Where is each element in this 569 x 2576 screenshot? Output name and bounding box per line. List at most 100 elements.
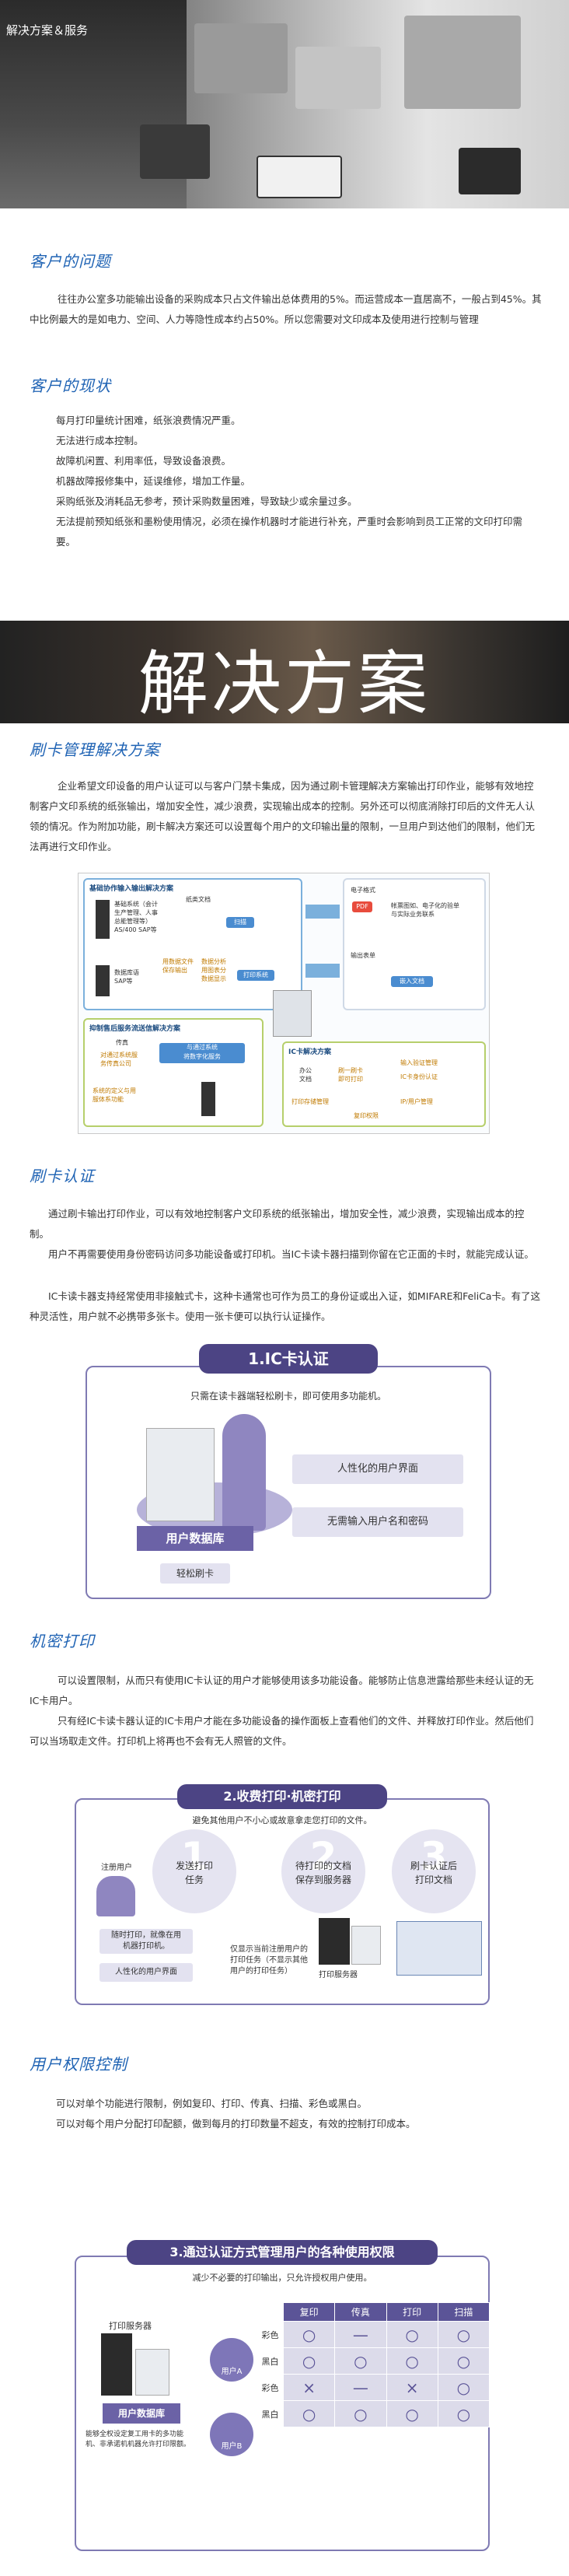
- user-a-label: 用户A: [221, 2368, 243, 2376]
- system-def-label: 系统的定义与用 服体系功能: [93, 1087, 136, 1103]
- table-cell: ○: [282, 2321, 336, 2348]
- ic-feature-label: IP/用户管理: [400, 1098, 433, 1105]
- secure-print-note: 仅显示当前注册用户的打印任务（不显示其他用户的打印任务）: [230, 1945, 308, 1976]
- ic-auth-panel-title: 1.IC卡认证: [199, 1344, 378, 1374]
- secure-print-p1: 可以设置限制，从而只有使用IC卡认证的用户才能够使用该多功能设备。能够防止信息泄…: [30, 1675, 534, 1706]
- table-cell: ○: [437, 2321, 490, 2348]
- permissions-heading: 用户权限控制: [30, 2055, 127, 2074]
- basic-io-title: 基础协作输入输出解决方案: [89, 885, 174, 893]
- table-cell: ○: [386, 2321, 438, 2348]
- list-item: 无法进行成本控制。: [56, 435, 144, 446]
- permissions-panel-title: 3.通过认证方式管理用户的各种使用权限: [127, 2240, 438, 2265]
- printer-icon: [135, 2349, 169, 2396]
- column-header: 复印: [282, 2302, 336, 2322]
- paper-doc-label: 纸类文档: [186, 896, 211, 903]
- step-label: 待打印的文档 保存到服务器: [295, 1860, 351, 1885]
- secure-print-subtitle: 避免其他用户不小心或故意拿走您打印的文件。: [192, 1815, 372, 1825]
- tablet-icon: [257, 156, 342, 198]
- source-system-label: 基础系统（会计 生产管理、人事 总能管理等） AS/400 SAP等: [114, 901, 158, 933]
- user-a-avatar: 用户A: [210, 2338, 253, 2382]
- step-3: 3 刷卡认证后 打印文档: [392, 1829, 476, 1913]
- step-number: 2: [309, 1834, 337, 1879]
- step-1: 1 发送打印 任务: [152, 1829, 236, 1913]
- list-item: 采购纸张及消耗品无参考，预计采购数量困难，导致缺少或余量过多。: [56, 495, 358, 507]
- secure-print-panel-title: 2.收费打印·机密打印: [177, 1784, 387, 1809]
- fax-sub-label: 对通过系统服 务传真公司: [100, 1052, 138, 1067]
- printer-icon: [351, 1926, 381, 1965]
- list-item: 无法提前预知纸张和墨粉使用情况，必须在操作机器时才能进行补充，严重时会影响到员工…: [56, 516, 523, 548]
- data-analysis-label: 数据分析 用图表分 数据显示: [201, 958, 226, 982]
- table-row: 黑白 ○ ○ ○ ○: [257, 2400, 490, 2427]
- banner-photo-person: [404, 16, 521, 109]
- table-cell: ○: [437, 2400, 490, 2427]
- step-number: 1: [180, 1834, 208, 1879]
- server-icon: [201, 1082, 215, 1116]
- list-item: 每月打印量统计困难，纸张浪费情况严重。: [56, 415, 241, 426]
- banner-title: 解决方案＆服务: [6, 23, 89, 37]
- table-row: 彩色 × — × ○: [257, 2374, 490, 2401]
- secure-print-heading: 机密打印: [30, 1632, 95, 1650]
- ic-box-title: IC卡解决方案: [288, 1048, 331, 1056]
- column-header: 传真: [334, 2302, 387, 2322]
- server-icon: [319, 1918, 350, 1965]
- printer-icon: [146, 1428, 215, 1521]
- option-print-anytime: 随时打印，就像在用 机器打印机。: [99, 1929, 193, 1954]
- list-item: 机器故障报修集中，延误维修，增加工作量。: [56, 475, 251, 487]
- table-row: 彩色 ○ — ○ ○: [257, 2321, 490, 2348]
- electronic-format-label: 电子格式: [351, 887, 375, 894]
- step-number: 3: [420, 1834, 448, 1879]
- permissions-subtitle: 减少不必要的打印输出，只允许授权用户使用。: [192, 2273, 372, 2283]
- pdf-icon: PDF: [352, 901, 372, 912]
- row-mode: 彩色: [257, 2321, 284, 2348]
- table-cell: ○: [334, 2400, 387, 2427]
- table-cell: ○: [437, 2347, 490, 2375]
- ic-feature-label: 输入验证管理: [400, 1059, 438, 1066]
- permissions-p1: 可以对单个功能进行限制，例如复印、打印、传真、扫描、彩色或黑白。: [56, 2098, 368, 2109]
- print-server-label: 打印服务器: [109, 2321, 152, 2331]
- row-mode: 黑白: [257, 2400, 284, 2427]
- solution-diagram: 基础协作输入输出解决方案 基础系统（会计 生产管理、人事 总能管理等） AS/4…: [78, 873, 490, 1134]
- solution-banner-title: 解决方案: [138, 643, 431, 723]
- option-no-password: 无需输入用户名和密码: [292, 1507, 463, 1537]
- table-row: 黑白 ○ ○ ○ ○: [257, 2347, 490, 2375]
- table-cell: —: [334, 2321, 387, 2348]
- output-form-label: 输出表单: [351, 952, 375, 959]
- basic-io-box: 基础协作输入输出解决方案 基础系统（会计 生产管理、人事 总能管理等） AS/4…: [83, 878, 302, 1010]
- scan-tag: 扫描: [226, 917, 254, 928]
- card-mgmt-heading: 刷卡管理解决方案: [30, 740, 160, 759]
- card-mgmt-text: 企业希望文印设备的用户认证可以与客户门禁卡集成，因为通过刷卡管理解决方案输出打印…: [30, 780, 536, 852]
- step-2: 2 待打印的文档 保存到服务器: [281, 1829, 365, 1913]
- arrow-right-icon: [305, 964, 340, 978]
- electronic-format-sub: 帐票图如、电子化的验单 与实际业务联系: [391, 902, 459, 918]
- table-cell: ○: [282, 2347, 336, 2375]
- server-icon: [96, 900, 110, 939]
- secure-print-p2: 只有经IC卡读卡器认证的IC卡用户才能在多功能设备的操作面板上查看他们的文件、并…: [30, 1715, 534, 1747]
- permissions-p2: 可以对每个用户分配打印配额，做到每月的打印数量不超支，有效的控制打印成本。: [56, 2118, 416, 2130]
- permissions-table: 复印 传真 打印 扫描 彩色 ○ — ○ ○ 黑白 ○ ○ ○ ○ 彩色 × —…: [257, 2302, 490, 2427]
- printer-icon: [273, 990, 312, 1037]
- column-header: 打印: [386, 2302, 438, 2322]
- print-system-tag: 打印系统: [237, 970, 274, 981]
- server-icon: [96, 965, 110, 996]
- table-corner: [257, 2302, 284, 2322]
- problem-text: 往往办公室多功能输出设备的采购成本只占文件输出总体费用的5%。而运营成本一直居高…: [30, 293, 542, 325]
- row-mode: 彩色: [257, 2374, 284, 2401]
- table-cell: —: [334, 2374, 387, 2401]
- easy-swipe-label: 轻松刷卡: [160, 1563, 230, 1584]
- data-save-label: 用数据文件 保存输出: [162, 958, 194, 974]
- table-cell: ○: [386, 2400, 438, 2427]
- step-label: 刷卡认证后 打印文档: [410, 1860, 457, 1885]
- banner-photo-person: [295, 47, 381, 109]
- server-icon: [101, 2333, 132, 2396]
- user-db-label: 用户数据库: [103, 2403, 180, 2424]
- card-auth-p2: 用户不再需要使用身份密码访问多功能设备或打印机。当IC卡读卡器扫描到你留在它正面…: [48, 1248, 534, 1260]
- step-label: 发送打印 任务: [175, 1860, 213, 1885]
- output-box: 电子格式 PDF 帐票图如、电子化的验单 与实际业务联系 输出表单 嵌入文档: [343, 878, 486, 1010]
- user-db-label: 用户数据库: [137, 1526, 253, 1551]
- list-item: 故障机闲置、利用率低，导致设备浪费。: [56, 455, 232, 467]
- table-header-row: 复印 传真 打印 扫描: [257, 2302, 490, 2322]
- person-icon: [222, 1414, 266, 1531]
- status-list: 每月打印量统计困难，纸张浪费情况严重。 无法进行成本控制。 故障机闲置、利用率低…: [56, 411, 538, 552]
- screen-preview: [396, 1921, 482, 1976]
- status-heading: 客户的现状: [30, 376, 111, 395]
